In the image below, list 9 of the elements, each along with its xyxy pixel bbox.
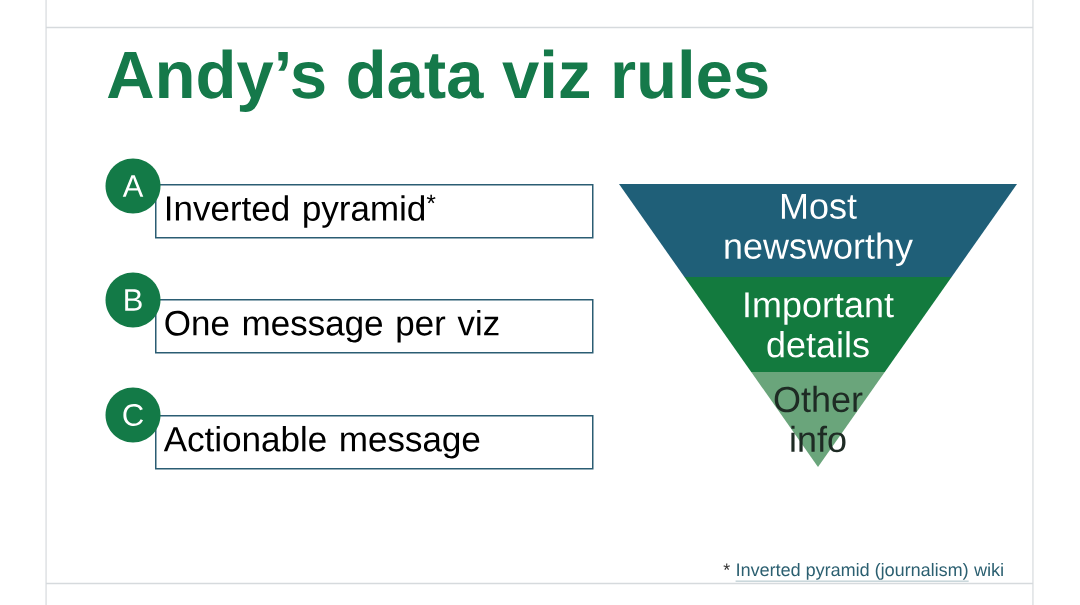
- letter-badge: C: [105, 387, 161, 443]
- slide-title: Andy’s data viz rules: [107, 49, 768, 112]
- letter-badge: B: [105, 272, 161, 328]
- pyramid-band: Most newsworthy: [619, 184, 1017, 277]
- pyramid-band: Important details: [684, 277, 952, 372]
- footnote-mark: *: [723, 563, 730, 570]
- footnote-text: wiki: [974, 562, 1003, 576]
- link: Inverted pyramid (journalism): [735, 562, 969, 582]
- letter-badge: A: [105, 158, 161, 214]
